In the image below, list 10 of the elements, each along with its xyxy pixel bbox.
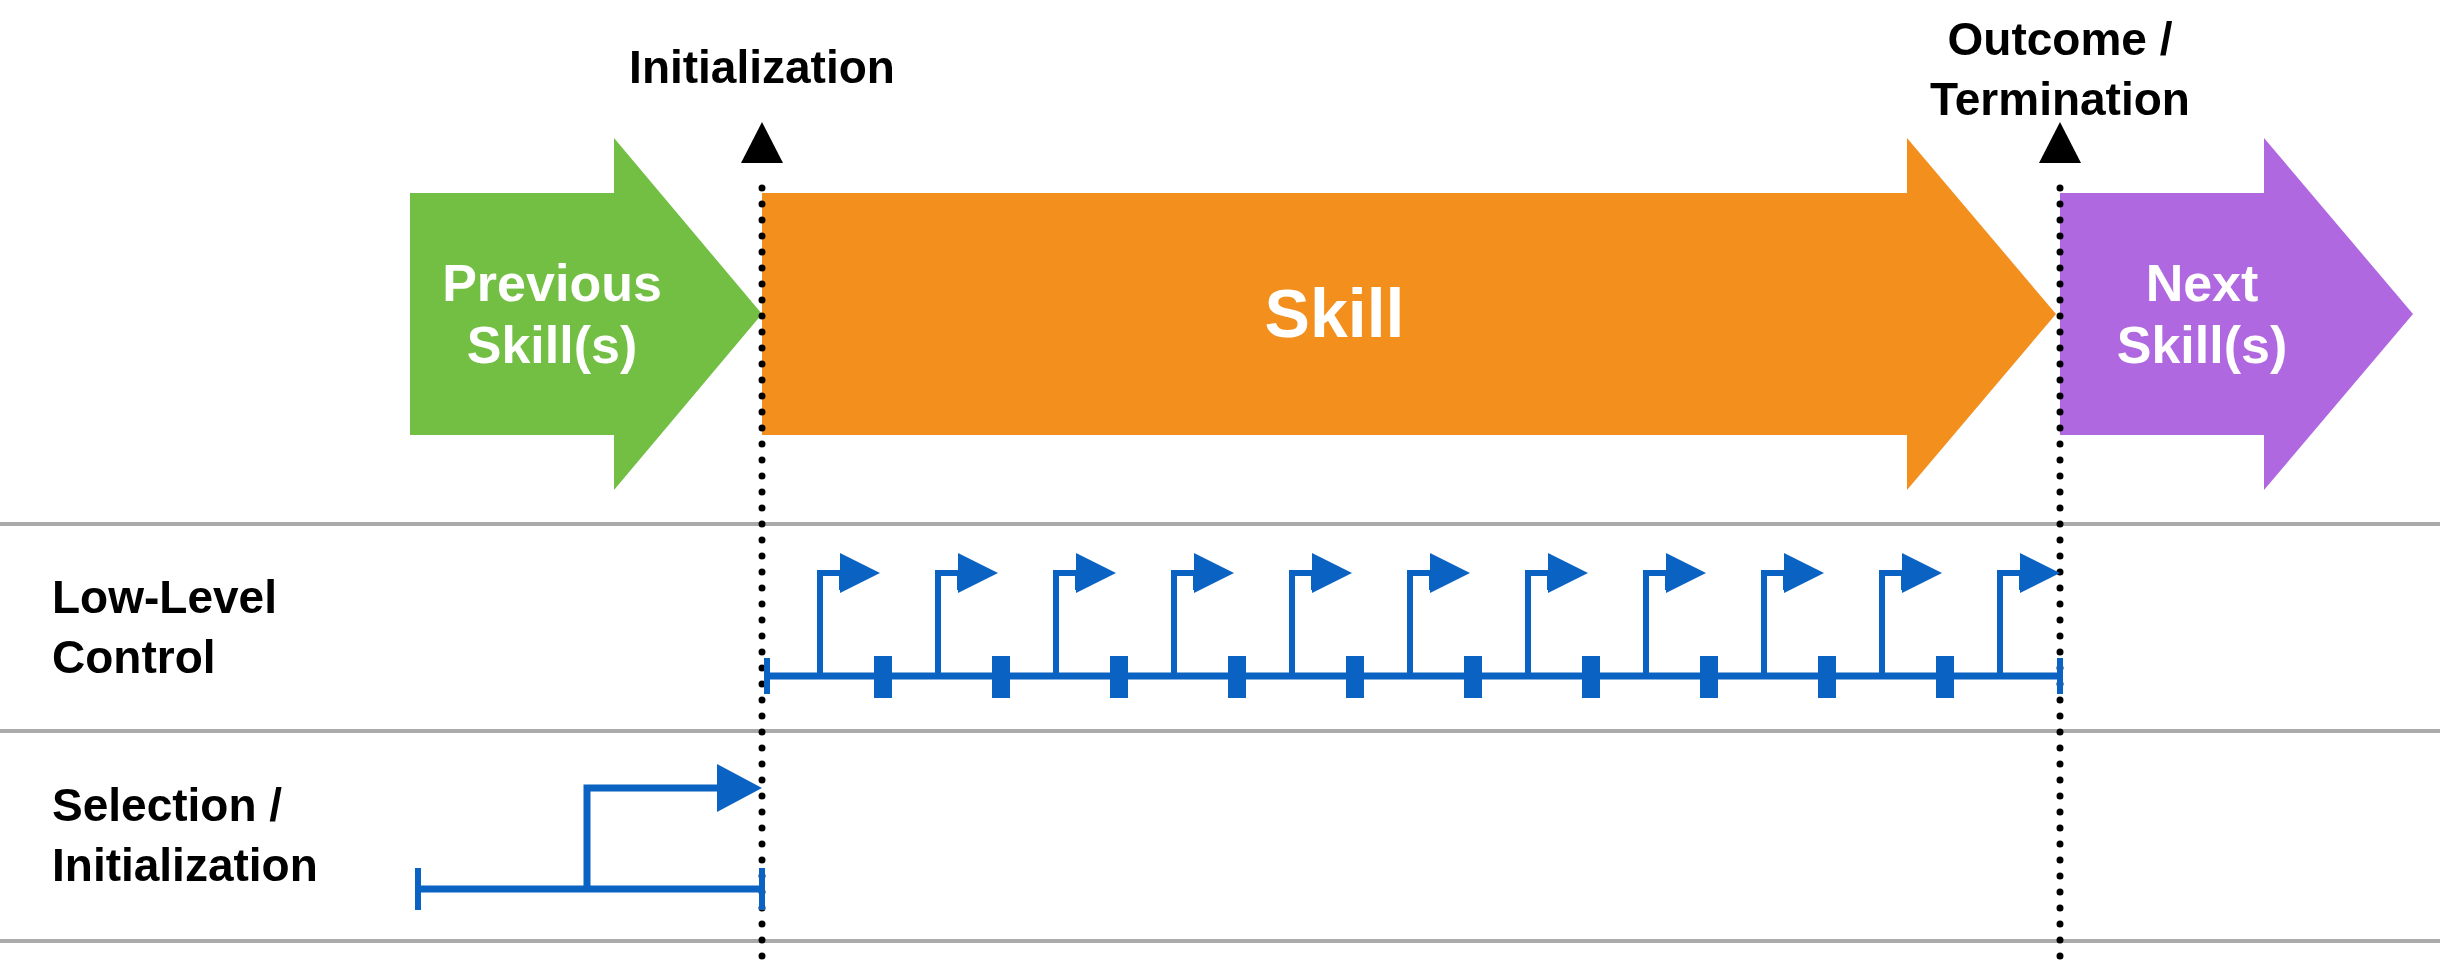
text-label: Initialization [628, 40, 896, 95]
text-label: Outcome / Termination [1929, 12, 2191, 127]
text-label: Low-Level Control [52, 570, 278, 685]
phase-band [762, 138, 2056, 490]
arrow-label: Previous Skill(s) [441, 252, 663, 376]
arrow-label: Next Skill(s) [2115, 252, 2289, 376]
phase-band [410, 138, 762, 490]
arrow-label: Skill [1263, 274, 1406, 354]
text-label: Selection / Initialization [52, 778, 319, 893]
phase-band [2060, 138, 2413, 490]
